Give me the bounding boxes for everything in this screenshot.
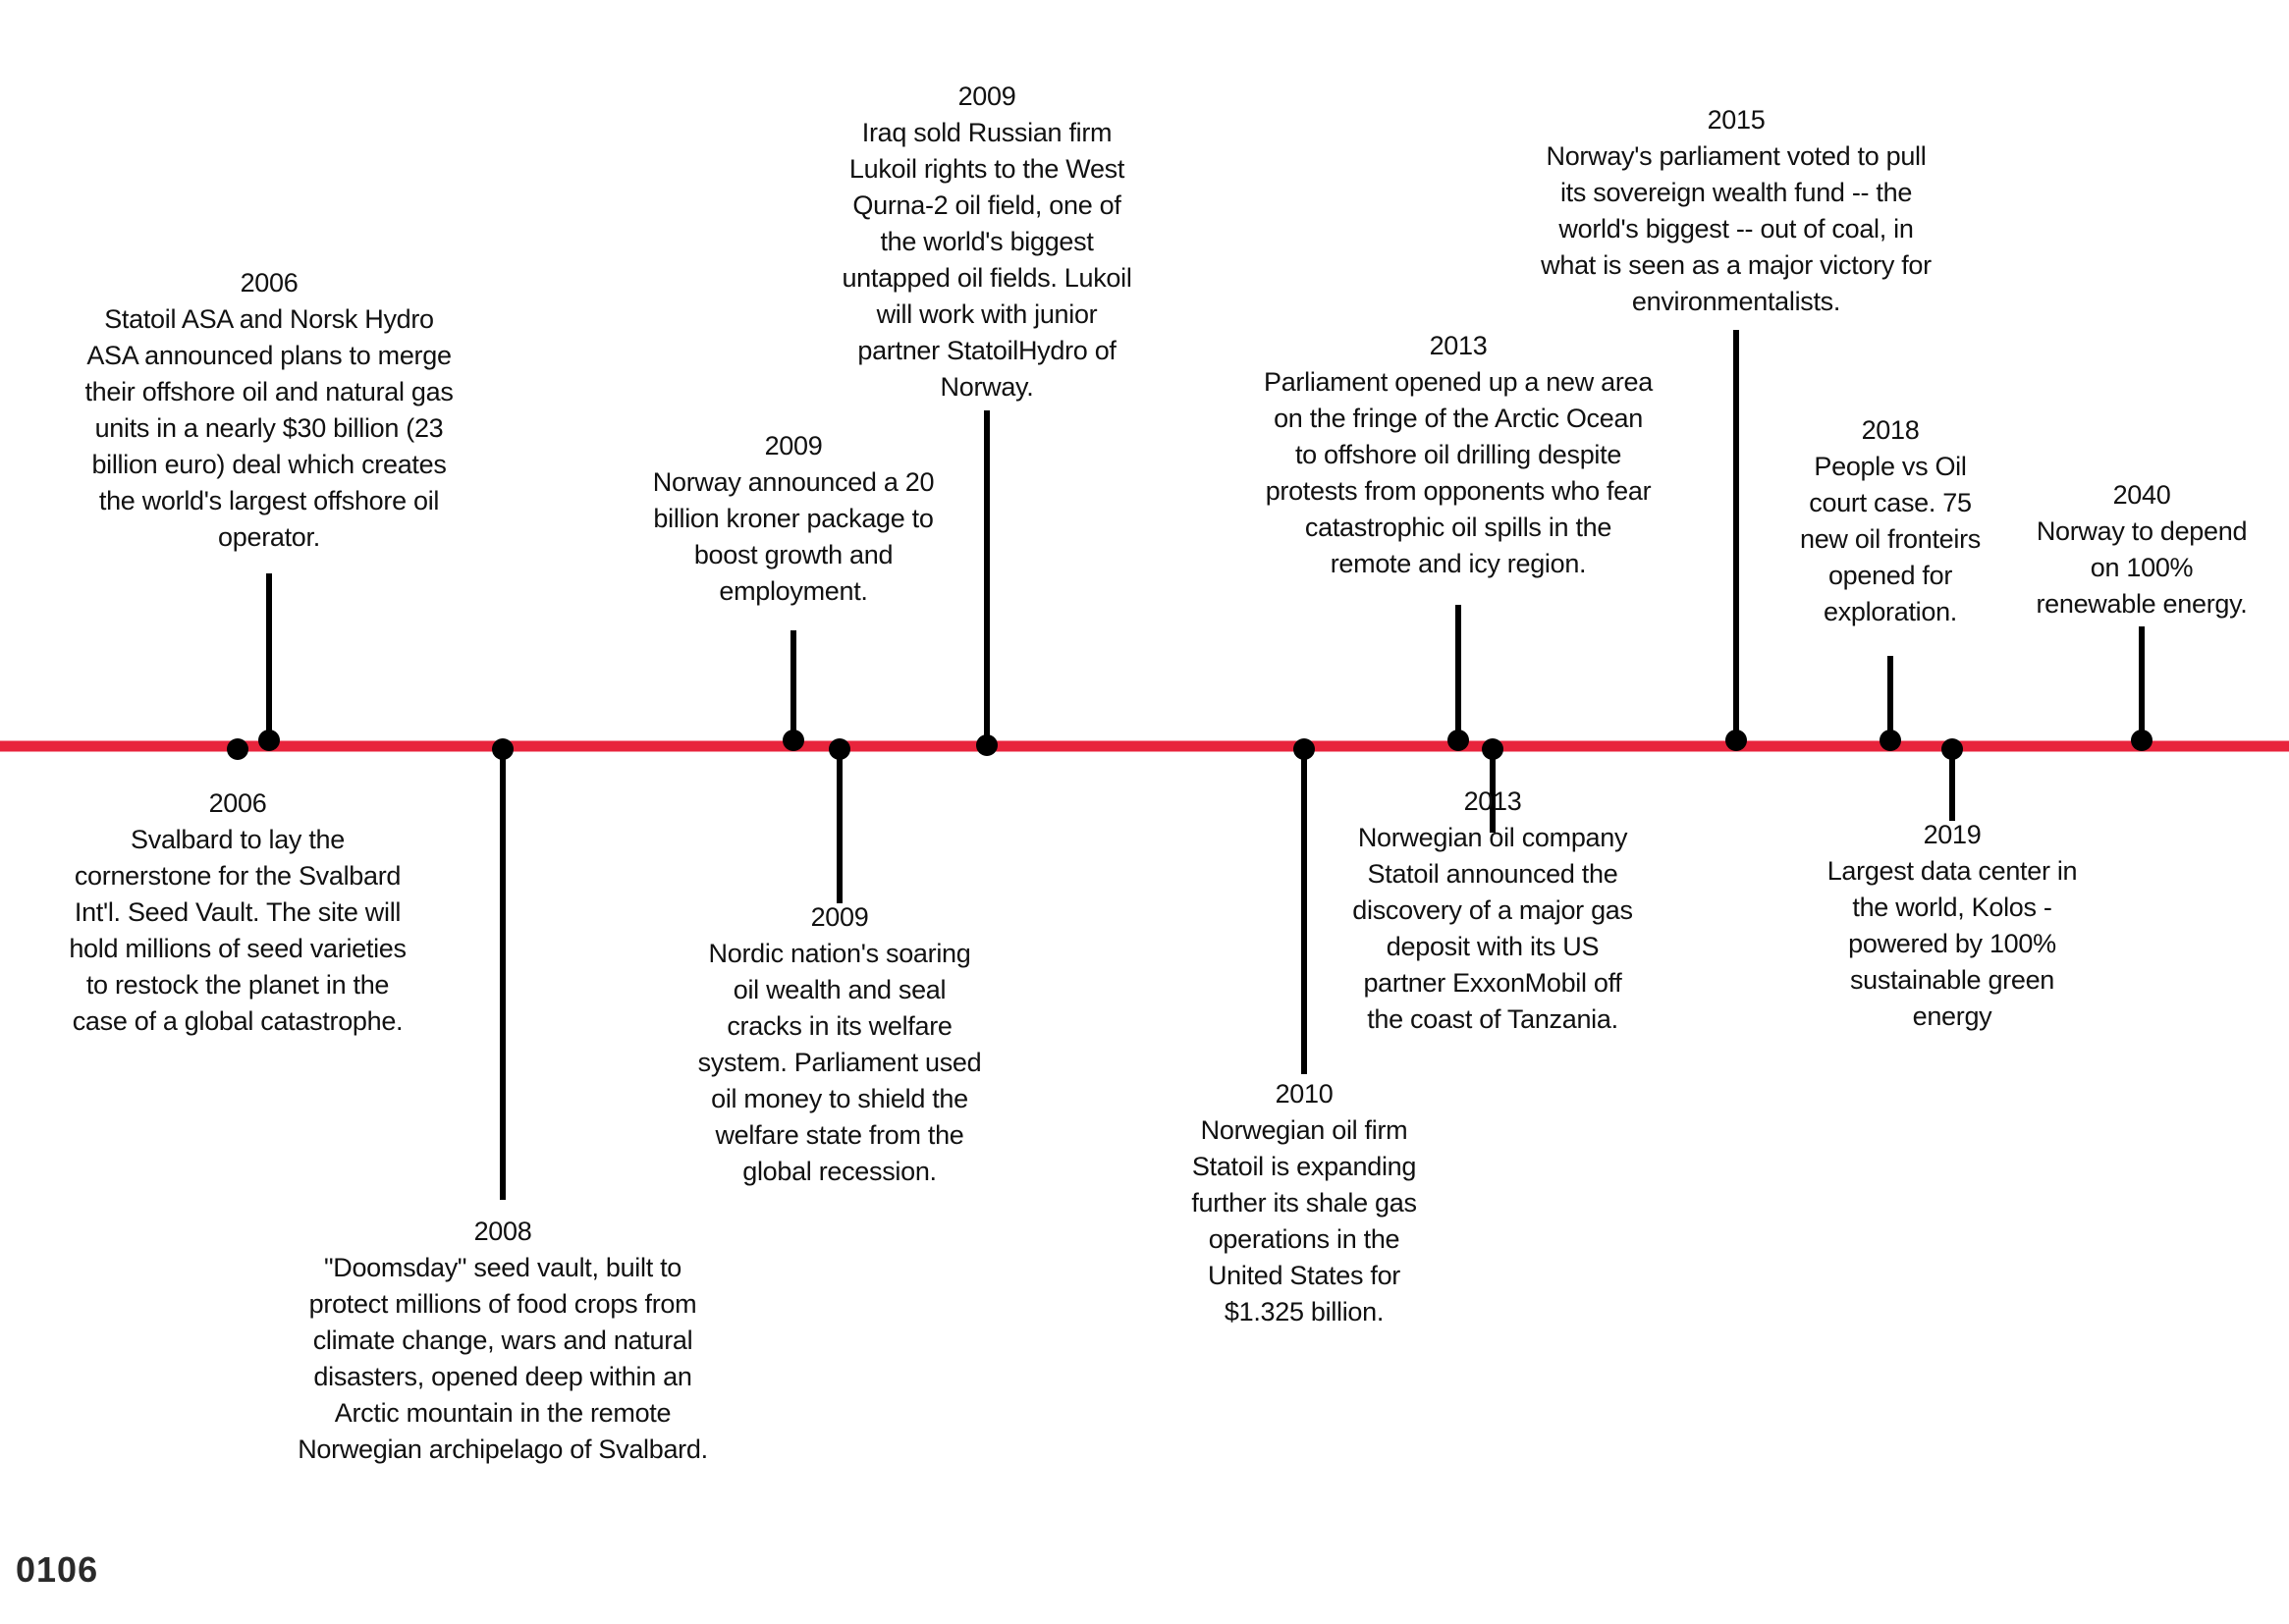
event-year: 2006 [240, 268, 299, 298]
event-text: Largest data center in the world, Kolos … [1826, 856, 2078, 1031]
event-2009-kroner-dot [783, 730, 804, 751]
event-text: Norwegian oil company Statoil announced … [1352, 823, 1633, 1034]
event-year: 2010 [1275, 1079, 1334, 1109]
event-year: 2013 [1429, 331, 1488, 360]
event-text: Svalbard to lay the cornerstone for the … [69, 825, 407, 1036]
event-2018-court-dot [1880, 730, 1901, 751]
event-year: 2040 [2112, 480, 2171, 510]
event-text: Parliament opened up a new area on the f… [1264, 367, 1653, 578]
event-text: Norway's parliament voted to pull its so… [1541, 141, 1932, 316]
event-2006-merger-dot [258, 730, 280, 751]
event-year: 2006 [208, 788, 267, 818]
event-2009-lukoil-dot [976, 734, 998, 756]
event-year: 2015 [1707, 105, 1766, 135]
event-2013-arctic-dot [1447, 730, 1469, 751]
timeline-dots [227, 730, 2153, 760]
event-2040-renewable-dot [2131, 730, 2153, 751]
event-text: Iraq sold Russian firm Lukoil rights to … [842, 118, 1132, 402]
event-text: Norway to depend on 100% renewable energ… [2036, 516, 2248, 619]
event-year: 2013 [1463, 786, 1522, 816]
event-2009-welfare-dot [829, 738, 850, 760]
event-text: People vs Oil court case. 75 new oil fro… [1800, 452, 1981, 626]
event-2013-tanzania-dot [1482, 738, 1503, 760]
event-year: 2018 [1861, 415, 1920, 445]
event-year: 2009 [810, 902, 869, 932]
event-text: "Doomsday" seed vault, built to protect … [298, 1253, 708, 1464]
event-text: Nordic nation's soaring oil wealth and s… [697, 939, 982, 1186]
event-year: 2008 [473, 1217, 532, 1246]
event-2019-kolos-dot [1941, 738, 1963, 760]
event-2008-seed-vault-dot [492, 738, 514, 760]
event-text: Norwegian oil firm Statoil is expanding … [1191, 1115, 1417, 1326]
event-2008-seed-vault: 2008 "Doomsday" seed vault, built to prot… [297, 1214, 709, 1468]
event-year: 2009 [764, 431, 823, 460]
event-text: Norway announced a 20 billion kroner pac… [652, 467, 935, 606]
event-2006-svalbard-dot [227, 738, 248, 760]
event-2015-coal-dot [1725, 730, 1747, 751]
event-year: 2019 [1923, 820, 1982, 849]
event-2010-shale-dot [1293, 738, 1315, 760]
timeline-stems [235, 330, 2145, 1200]
event-text: Statoil ASA and Norsk Hydro ASA announce… [84, 304, 454, 552]
page-number: 0106 [16, 1549, 99, 1590]
event-year: 2009 [957, 81, 1016, 111]
